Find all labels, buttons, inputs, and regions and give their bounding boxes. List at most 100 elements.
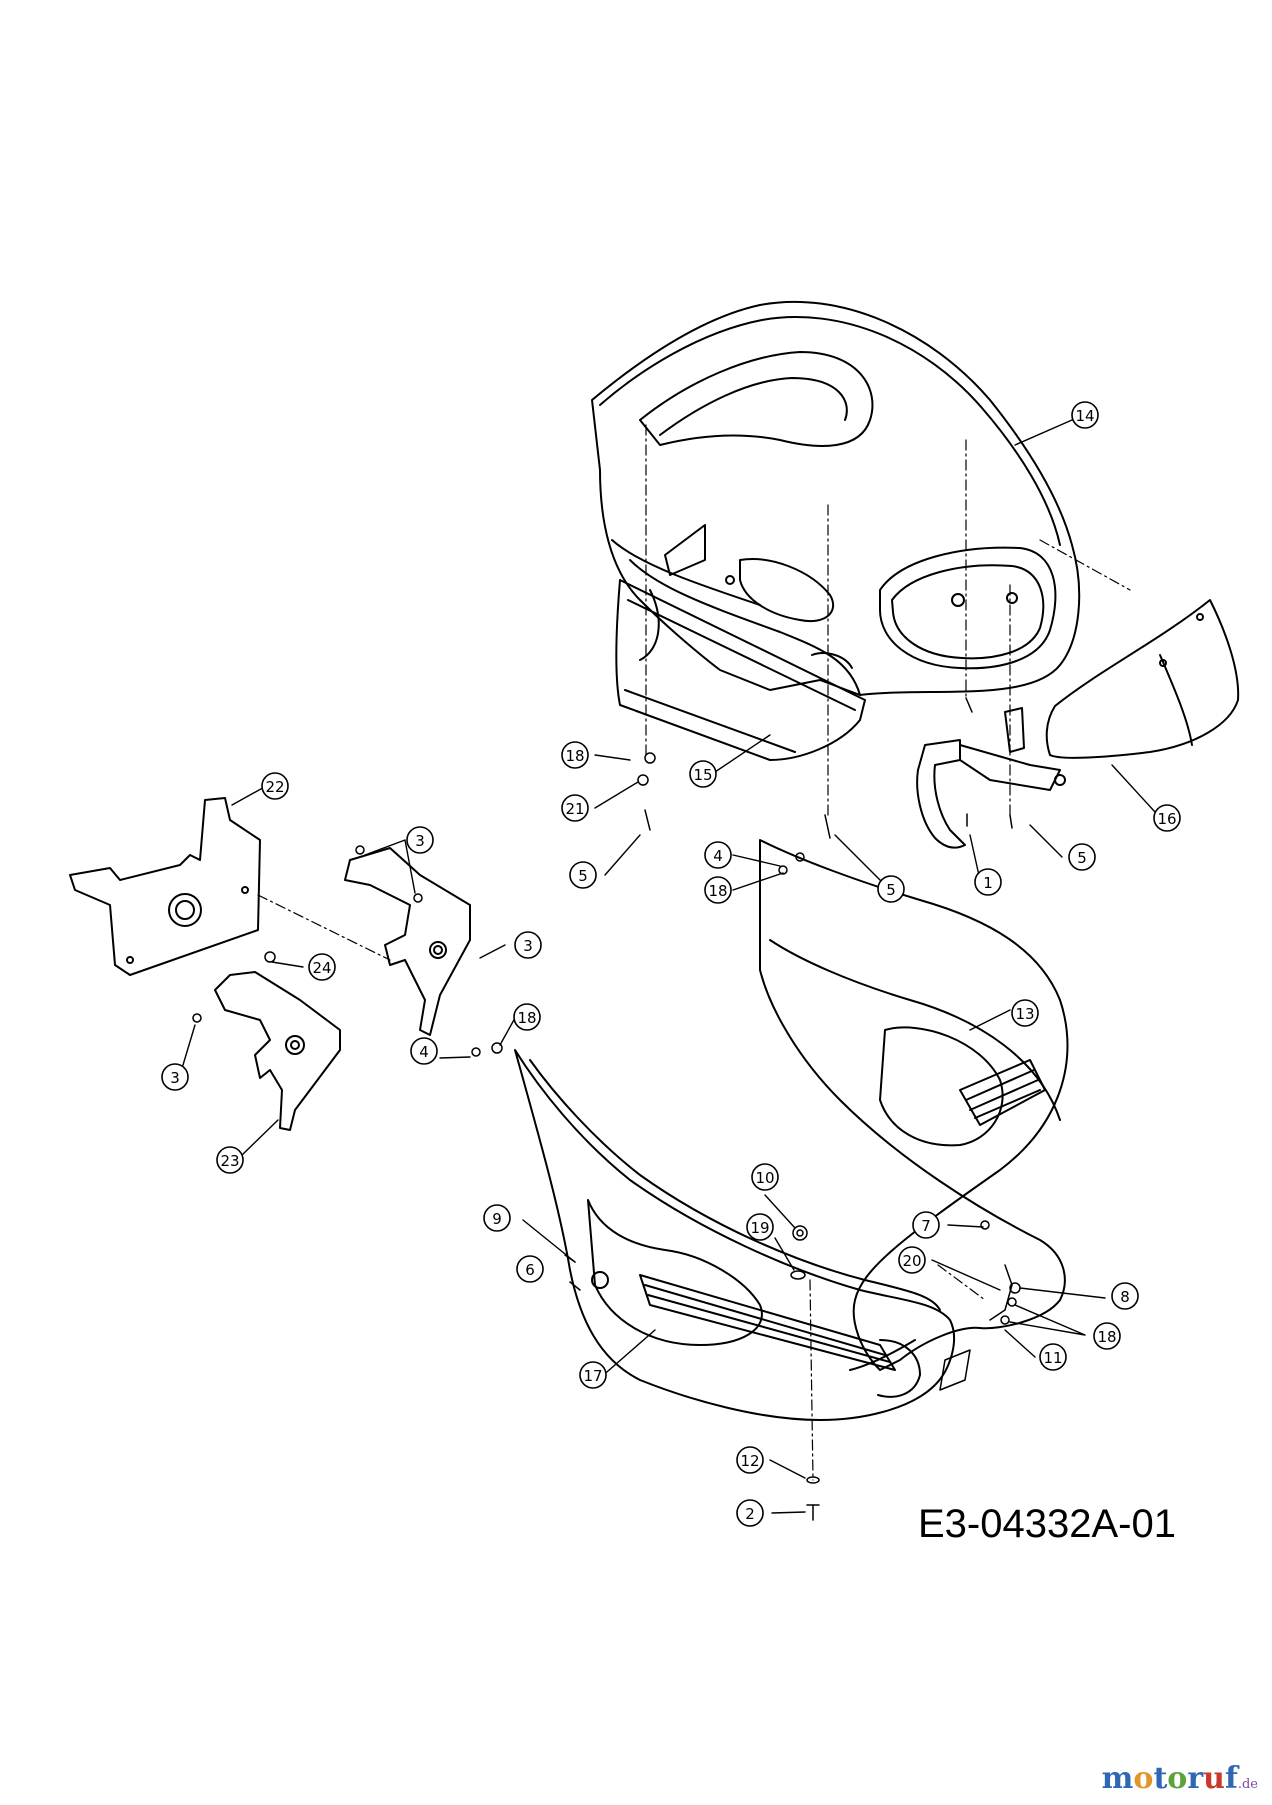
callout-number: 2 (745, 1505, 755, 1523)
hood-part-14 (591, 300, 1081, 696)
watermark-logo: motoruf.de (1102, 1761, 1258, 1796)
drawing-code: E3-04332A-01 (918, 1502, 1176, 1546)
callout-number: 18 (708, 882, 727, 900)
callout-c17: 17 (579, 1361, 607, 1389)
callout-c12: 12 (736, 1446, 764, 1474)
callout-circle (514, 931, 542, 959)
callout-number: 11 (1043, 1349, 1062, 1367)
callout-circle (1068, 843, 1096, 871)
callout-c20: 20 (898, 1246, 926, 1274)
callout-number: 20 (902, 1252, 921, 1270)
callout-c24: 24 (308, 953, 336, 981)
callout-circle (1071, 401, 1099, 429)
callout-number: 9 (492, 1210, 502, 1228)
callout-number: 5 (578, 867, 588, 885)
callout-c11: 11 (1039, 1343, 1067, 1371)
bracket-part-23 (214, 971, 341, 1131)
watermark-letter: o (1133, 1761, 1154, 1796)
watermark-letter: o (1167, 1761, 1188, 1796)
lens-part-16 (1045, 599, 1240, 759)
callout-number: 7 (921, 1217, 931, 1235)
callout-c18b: 18 (704, 876, 732, 904)
callout-number: 14 (1075, 407, 1094, 425)
callout-circle (877, 875, 905, 903)
callout-circle (406, 826, 434, 854)
callout-circle (308, 953, 336, 981)
callout-number: 18 (565, 747, 584, 765)
callout-number: 15 (693, 766, 712, 784)
callout-c6: 6 (516, 1255, 544, 1283)
callout-number: 22 (265, 778, 284, 796)
callout-c22: 22 (261, 772, 289, 800)
callout-circle (974, 868, 1002, 896)
callout-circle (704, 876, 732, 904)
callout-c2: 2 (736, 1499, 764, 1527)
callout-c4a: 4 (704, 841, 732, 869)
callout-number: 8 (1120, 1288, 1130, 1306)
callout-number: 18 (1097, 1328, 1116, 1346)
callout-number: 21 (565, 800, 584, 818)
grille-cover-part-17 (514, 1049, 955, 1421)
callout-number: 17 (583, 1367, 602, 1385)
callout-number: 10 (755, 1169, 774, 1187)
callout-circle (751, 1163, 779, 1191)
callout-circle (1039, 1343, 1067, 1371)
headlight-bracket-part-1 (916, 707, 1066, 849)
watermark-letter: t (1153, 1761, 1168, 1796)
callout-circle (410, 1037, 438, 1065)
hood-pan-part-15 (615, 579, 866, 761)
callout-c4b: 4 (410, 1037, 438, 1065)
callout-circle (704, 841, 732, 869)
callout-c5b: 5 (877, 875, 905, 903)
callout-circle (898, 1246, 926, 1274)
callout-number: 23 (220, 1152, 239, 1170)
callout-circle (483, 1204, 511, 1232)
callout-number: 3 (415, 832, 425, 850)
callout-number: 13 (1015, 1005, 1034, 1023)
bracket-part-22 (69, 797, 261, 976)
callout-c7: 7 (912, 1211, 940, 1239)
callout-circle (561, 741, 589, 769)
watermark-tld: .de (1237, 1777, 1258, 1792)
callout-c3b: 3 (514, 931, 542, 959)
callout-c16: 16 (1153, 804, 1181, 832)
alignment-lines (257, 424, 1131, 1481)
callout-c14: 14 (1071, 401, 1099, 429)
callout-circle (561, 794, 589, 822)
callout-number: 4 (419, 1043, 429, 1061)
callout-c1: 1 (974, 868, 1002, 896)
callout-c21: 21 (561, 794, 589, 822)
callout-circle (1153, 804, 1181, 832)
callout-number: 5 (886, 881, 896, 899)
callout-number: 16 (1157, 810, 1176, 828)
watermark-letter: u (1203, 1761, 1225, 1796)
callout-circle (736, 1499, 764, 1527)
callout-number: 6 (525, 1261, 535, 1279)
callout-number: 3 (523, 937, 533, 955)
callout-circle (161, 1063, 189, 1091)
callout-c18d: 18 (1093, 1322, 1121, 1350)
callout-circle (569, 861, 597, 889)
callout-c10: 10 (751, 1163, 779, 1191)
callout-circle (746, 1213, 774, 1241)
callout-number: 4 (713, 847, 723, 865)
callout-number: 24 (312, 959, 331, 977)
callout-c18c: 18 (513, 1003, 541, 1031)
callout-circle (579, 1361, 607, 1389)
callout-leaders (179, 419, 1156, 1514)
front-shroud-part-13 (759, 839, 1069, 1371)
callout-number: 18 (517, 1009, 536, 1027)
bracket-part-24 (344, 847, 471, 1036)
callout-c3c: 3 (161, 1063, 189, 1091)
watermark-letter: f (1224, 1761, 1238, 1796)
callout-circle (516, 1255, 544, 1283)
callout-number: 19 (750, 1219, 769, 1237)
callout-c3a: 3 (406, 826, 434, 854)
callout-c5c: 5 (1068, 843, 1096, 871)
callout-c15: 15 (689, 760, 717, 788)
callout-circle (736, 1446, 764, 1474)
callout-number: 12 (740, 1452, 759, 1470)
